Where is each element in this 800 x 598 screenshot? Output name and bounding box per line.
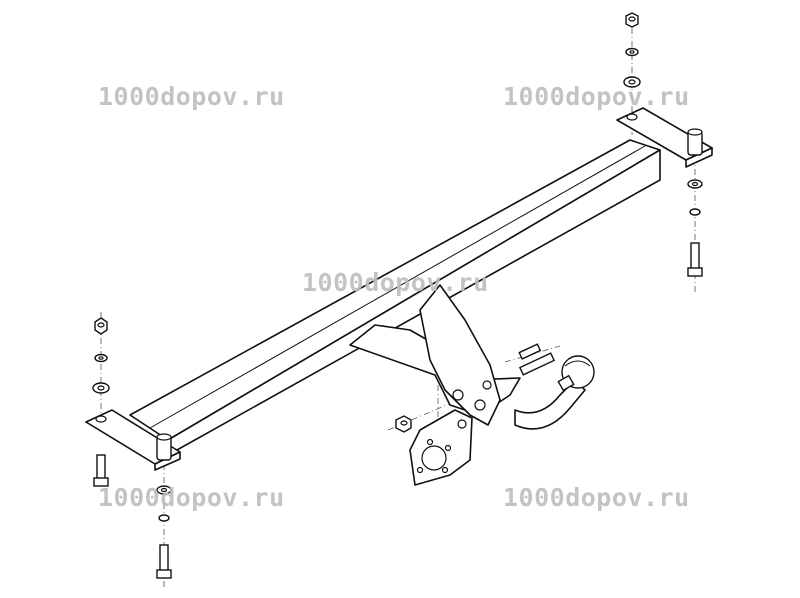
right-bracket	[616, 107, 713, 168]
crossbar	[129, 139, 661, 456]
drawbar-plate	[349, 284, 521, 426]
socket-plate	[409, 409, 473, 486]
tow-ball	[514, 343, 595, 430]
fasteners-left	[92, 317, 110, 487]
left-bracket	[85, 409, 181, 471]
socket-nut	[395, 415, 412, 433]
fasteners-top-right	[623, 12, 703, 277]
fasteners-bottom-left	[156, 485, 172, 579]
